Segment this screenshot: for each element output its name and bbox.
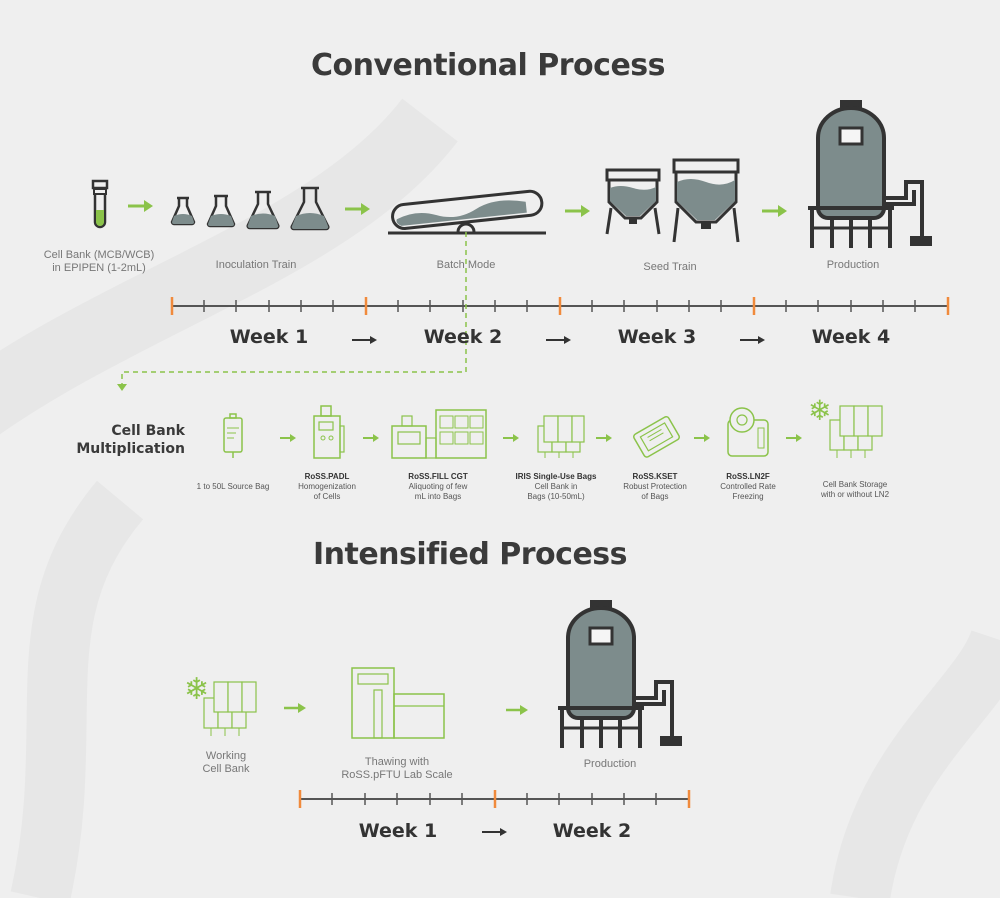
step-storage-label: Cell Bank Storage with or without LN2	[820, 480, 890, 499]
mixer-icon	[313, 405, 345, 459]
flask-icon	[170, 196, 196, 226]
arrow-icon	[128, 200, 153, 212]
week-3-label: Week 3	[617, 326, 697, 348]
week-2-label: Week 2	[423, 326, 503, 348]
seed-train-label: Seed Train	[643, 261, 697, 273]
week-4-label: Week 4	[811, 326, 891, 348]
week-1-label: Week 1	[229, 326, 309, 348]
arrow-icon	[284, 703, 306, 713]
flask-icon	[206, 194, 236, 228]
intensified-production-label: Production	[583, 758, 637, 770]
cell-bank-label: Cell Bank (MCB/WCB) in EPIPEN (1-2mL)	[43, 249, 155, 274]
rocker-bioreactor-icon	[388, 189, 546, 235]
arrow-icon	[345, 203, 370, 215]
arrow-icon	[506, 705, 528, 715]
vial-icon	[91, 179, 109, 229]
conventional-title: Conventional Process	[310, 48, 666, 83]
flask-icon	[290, 186, 330, 231]
snowflake-icon: ❄	[184, 672, 210, 707]
intensified-title: Intensified Process	[312, 537, 628, 572]
bags-stack-icon	[537, 415, 585, 458]
intensified-week-2-label: Week 2	[552, 820, 632, 842]
filler-icon	[391, 409, 487, 459]
working-cell-bank-icon	[203, 681, 257, 736]
arrow-icon	[363, 434, 379, 442]
production-tank-icon	[808, 100, 932, 248]
step-source-bag-label: 1 to 50L Source Bag	[196, 482, 270, 491]
arrow-icon	[565, 205, 590, 217]
arrow-icon	[280, 434, 296, 442]
intensified-week-1-label: Week 1	[358, 820, 438, 842]
inoculation-train-label: Inoculation Train	[215, 259, 297, 271]
arrow-icon	[694, 434, 710, 442]
seed-tank-icon	[605, 168, 661, 235]
working-cell-bank-label: Working Cell Bank	[202, 750, 250, 775]
production-tank-icon	[558, 600, 682, 748]
cell-bank-storage-icon	[829, 405, 883, 458]
snowflake-icon: ❄	[808, 394, 832, 427]
arrow-icon	[503, 434, 519, 442]
production-label: Production	[826, 259, 880, 271]
thawing-label: Thawing with RoSS.pFTU Lab Scale	[341, 756, 453, 781]
bag-icon	[223, 413, 243, 458]
thawing-unit-icon	[351, 667, 445, 739]
batch-mode-label: Batch Mode	[436, 259, 496, 271]
freezer-icon	[727, 407, 769, 457]
seed-tank-icon	[672, 158, 740, 243]
kit-icon	[633, 415, 680, 458]
arrow-icon	[596, 434, 612, 442]
arrow-icon	[762, 205, 787, 217]
flask-icon	[246, 190, 280, 230]
arrow-icon	[786, 434, 802, 442]
cell-bank-multiplication-title: Cell Bank Multiplication	[76, 423, 185, 457]
